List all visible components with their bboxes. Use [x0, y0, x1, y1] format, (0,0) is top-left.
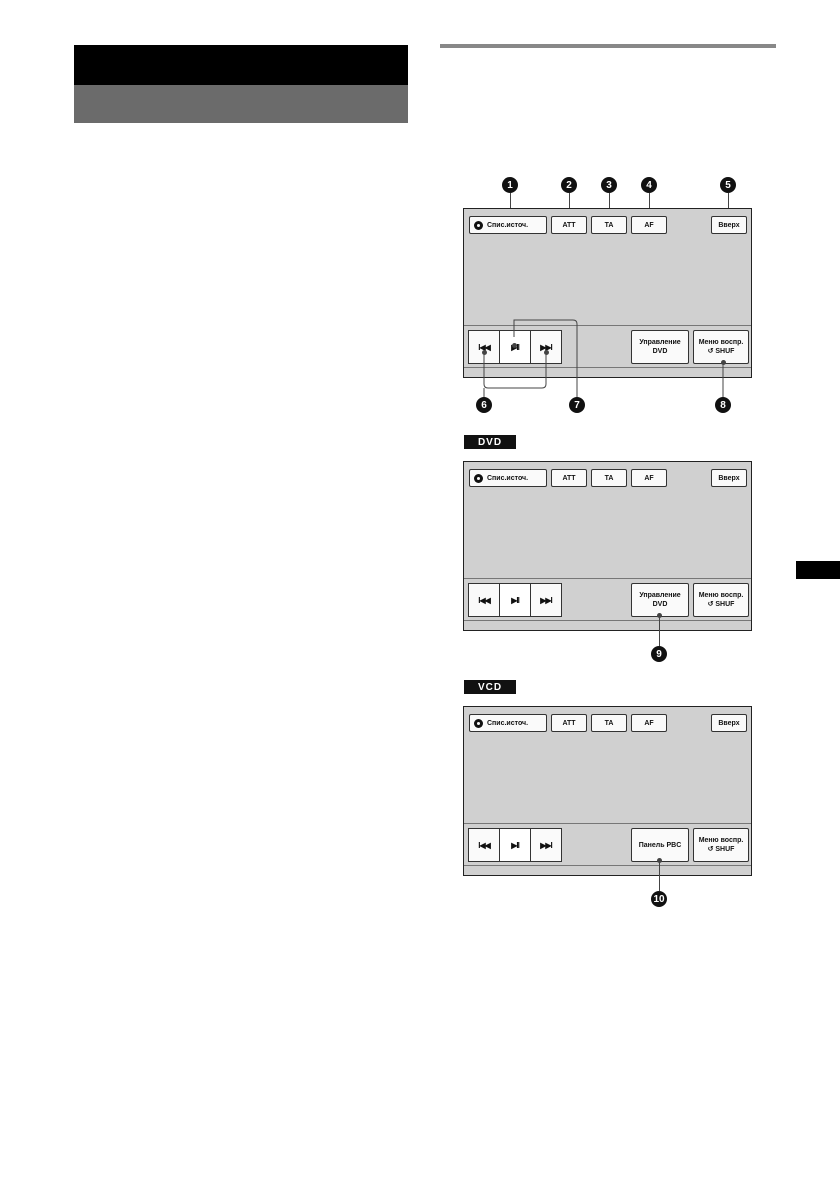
callout-6: 6: [476, 397, 492, 413]
ta-button[interactable]: TA: [591, 469, 627, 487]
dot-6a: [482, 350, 487, 355]
play-menu-line2: ↺ SHUF: [707, 601, 735, 608]
prev-button[interactable]: I◀◀: [478, 840, 491, 850]
play-menu-line1: Меню воспр.: [698, 592, 744, 599]
play-menu-line2: ↺ SHUF: [707, 846, 735, 853]
dvd-control-button[interactable]: Управление DVD: [631, 583, 689, 617]
af-button[interactable]: AF: [631, 216, 667, 234]
status-strip: [464, 620, 751, 621]
dvd-control-line2: DVD: [652, 601, 668, 608]
leader-line-3: [609, 193, 610, 215]
prev-button[interactable]: I◀◀: [478, 595, 491, 605]
vcd-label: VCD: [464, 680, 516, 694]
disc-icon: [474, 718, 483, 728]
prev-button[interactable]: I◀◀: [478, 342, 491, 352]
panel-divider: [464, 578, 751, 579]
leader-line-1: [510, 193, 511, 215]
section-header-black: [74, 45, 408, 85]
transport-controls: I◀◀ ▶II ▶▶I: [468, 583, 562, 617]
callout-10: 10: [651, 891, 667, 907]
next-button[interactable]: ▶▶I: [530, 584, 561, 616]
play-menu-line1: Меню воспр.: [698, 339, 744, 346]
dvd-control-line1: Управление: [639, 339, 681, 346]
bracket-leaders: [483, 319, 724, 399]
side-tab: [796, 561, 840, 579]
source-list-label: Спис.источ.: [487, 221, 529, 229]
up-button[interactable]: Вверх: [711, 216, 747, 234]
callout-1: 1: [502, 177, 518, 193]
panel-divider: [464, 823, 751, 824]
callout-9: 9: [651, 646, 667, 662]
att-button[interactable]: ATT: [551, 469, 587, 487]
play-menu-line1: Меню воспр.: [698, 837, 744, 844]
up-button[interactable]: Вверх: [711, 714, 747, 732]
dot-6b: [544, 350, 549, 355]
leader-line-10: [659, 861, 660, 891]
leader-line-9: [659, 616, 660, 650]
dvd-control-line1: Управление: [639, 592, 681, 599]
leader-line-5: [728, 193, 729, 215]
panel-divider: [464, 325, 751, 326]
status-strip: [464, 367, 751, 368]
callout-2: 2: [561, 177, 577, 193]
af-button[interactable]: AF: [631, 469, 667, 487]
att-button[interactable]: ATT: [551, 216, 587, 234]
screen-vcd: Спис.источ. ATT TA AF Вверх I◀◀ ▶II ▶▶I …: [463, 706, 752, 876]
pbc-panel-button[interactable]: Панель PBC: [631, 828, 689, 862]
status-strip: [464, 865, 751, 866]
dot-7: [512, 343, 517, 348]
section-header-gray: [74, 85, 408, 123]
disc-icon: [474, 220, 483, 230]
leader-line-2: [569, 193, 570, 215]
play-menu-button[interactable]: Меню воспр. ↺ SHUF: [693, 330, 749, 364]
af-button[interactable]: AF: [631, 714, 667, 732]
play-pause-button[interactable]: ▶II: [499, 829, 530, 861]
source-list-button[interactable]: Спис.источ.: [469, 216, 547, 234]
dot-9: [657, 613, 662, 618]
screen-dvd: Спис.источ. ATT TA AF Вверх I◀◀ ▶II ▶▶I …: [463, 461, 752, 631]
next-button[interactable]: ▶▶I: [530, 331, 561, 363]
callout-7: 7: [569, 397, 585, 413]
dot-8: [721, 360, 726, 365]
source-list-label: Спис.источ.: [487, 474, 529, 482]
callout-8: 8: [715, 397, 731, 413]
dvd-control-line2: DVD: [652, 348, 668, 355]
play-menu-line2: ↺ SHUF: [707, 348, 735, 355]
top-rule: [440, 44, 776, 48]
play-menu-button[interactable]: Меню воспр. ↺ SHUF: [693, 583, 749, 617]
source-list-label: Спис.источ.: [487, 719, 529, 727]
callout-5: 5: [720, 177, 736, 193]
leader-6: [483, 352, 547, 389]
dvd-label: DVD: [464, 435, 516, 449]
dot-10: [657, 858, 662, 863]
play-menu-button[interactable]: Меню воспр. ↺ SHUF: [693, 828, 749, 862]
source-list-button[interactable]: Спис.источ.: [469, 469, 547, 487]
leader-line-4: [649, 193, 650, 215]
att-button[interactable]: ATT: [551, 714, 587, 732]
play-pause-button[interactable]: ▶II: [499, 584, 530, 616]
next-button[interactable]: ▶▶I: [530, 829, 561, 861]
transport-controls: I◀◀ ▶II ▶▶I: [468, 828, 562, 862]
up-button[interactable]: Вверх: [711, 469, 747, 487]
callout-4: 4: [641, 177, 657, 193]
source-list-button[interactable]: Спис.источ.: [469, 714, 547, 732]
leader-7: [513, 319, 578, 399]
ta-button[interactable]: TA: [591, 714, 627, 732]
ta-button[interactable]: TA: [591, 216, 627, 234]
disc-icon: [474, 473, 483, 483]
dvd-control-button[interactable]: Управление DVD: [631, 330, 689, 364]
callout-3: 3: [601, 177, 617, 193]
